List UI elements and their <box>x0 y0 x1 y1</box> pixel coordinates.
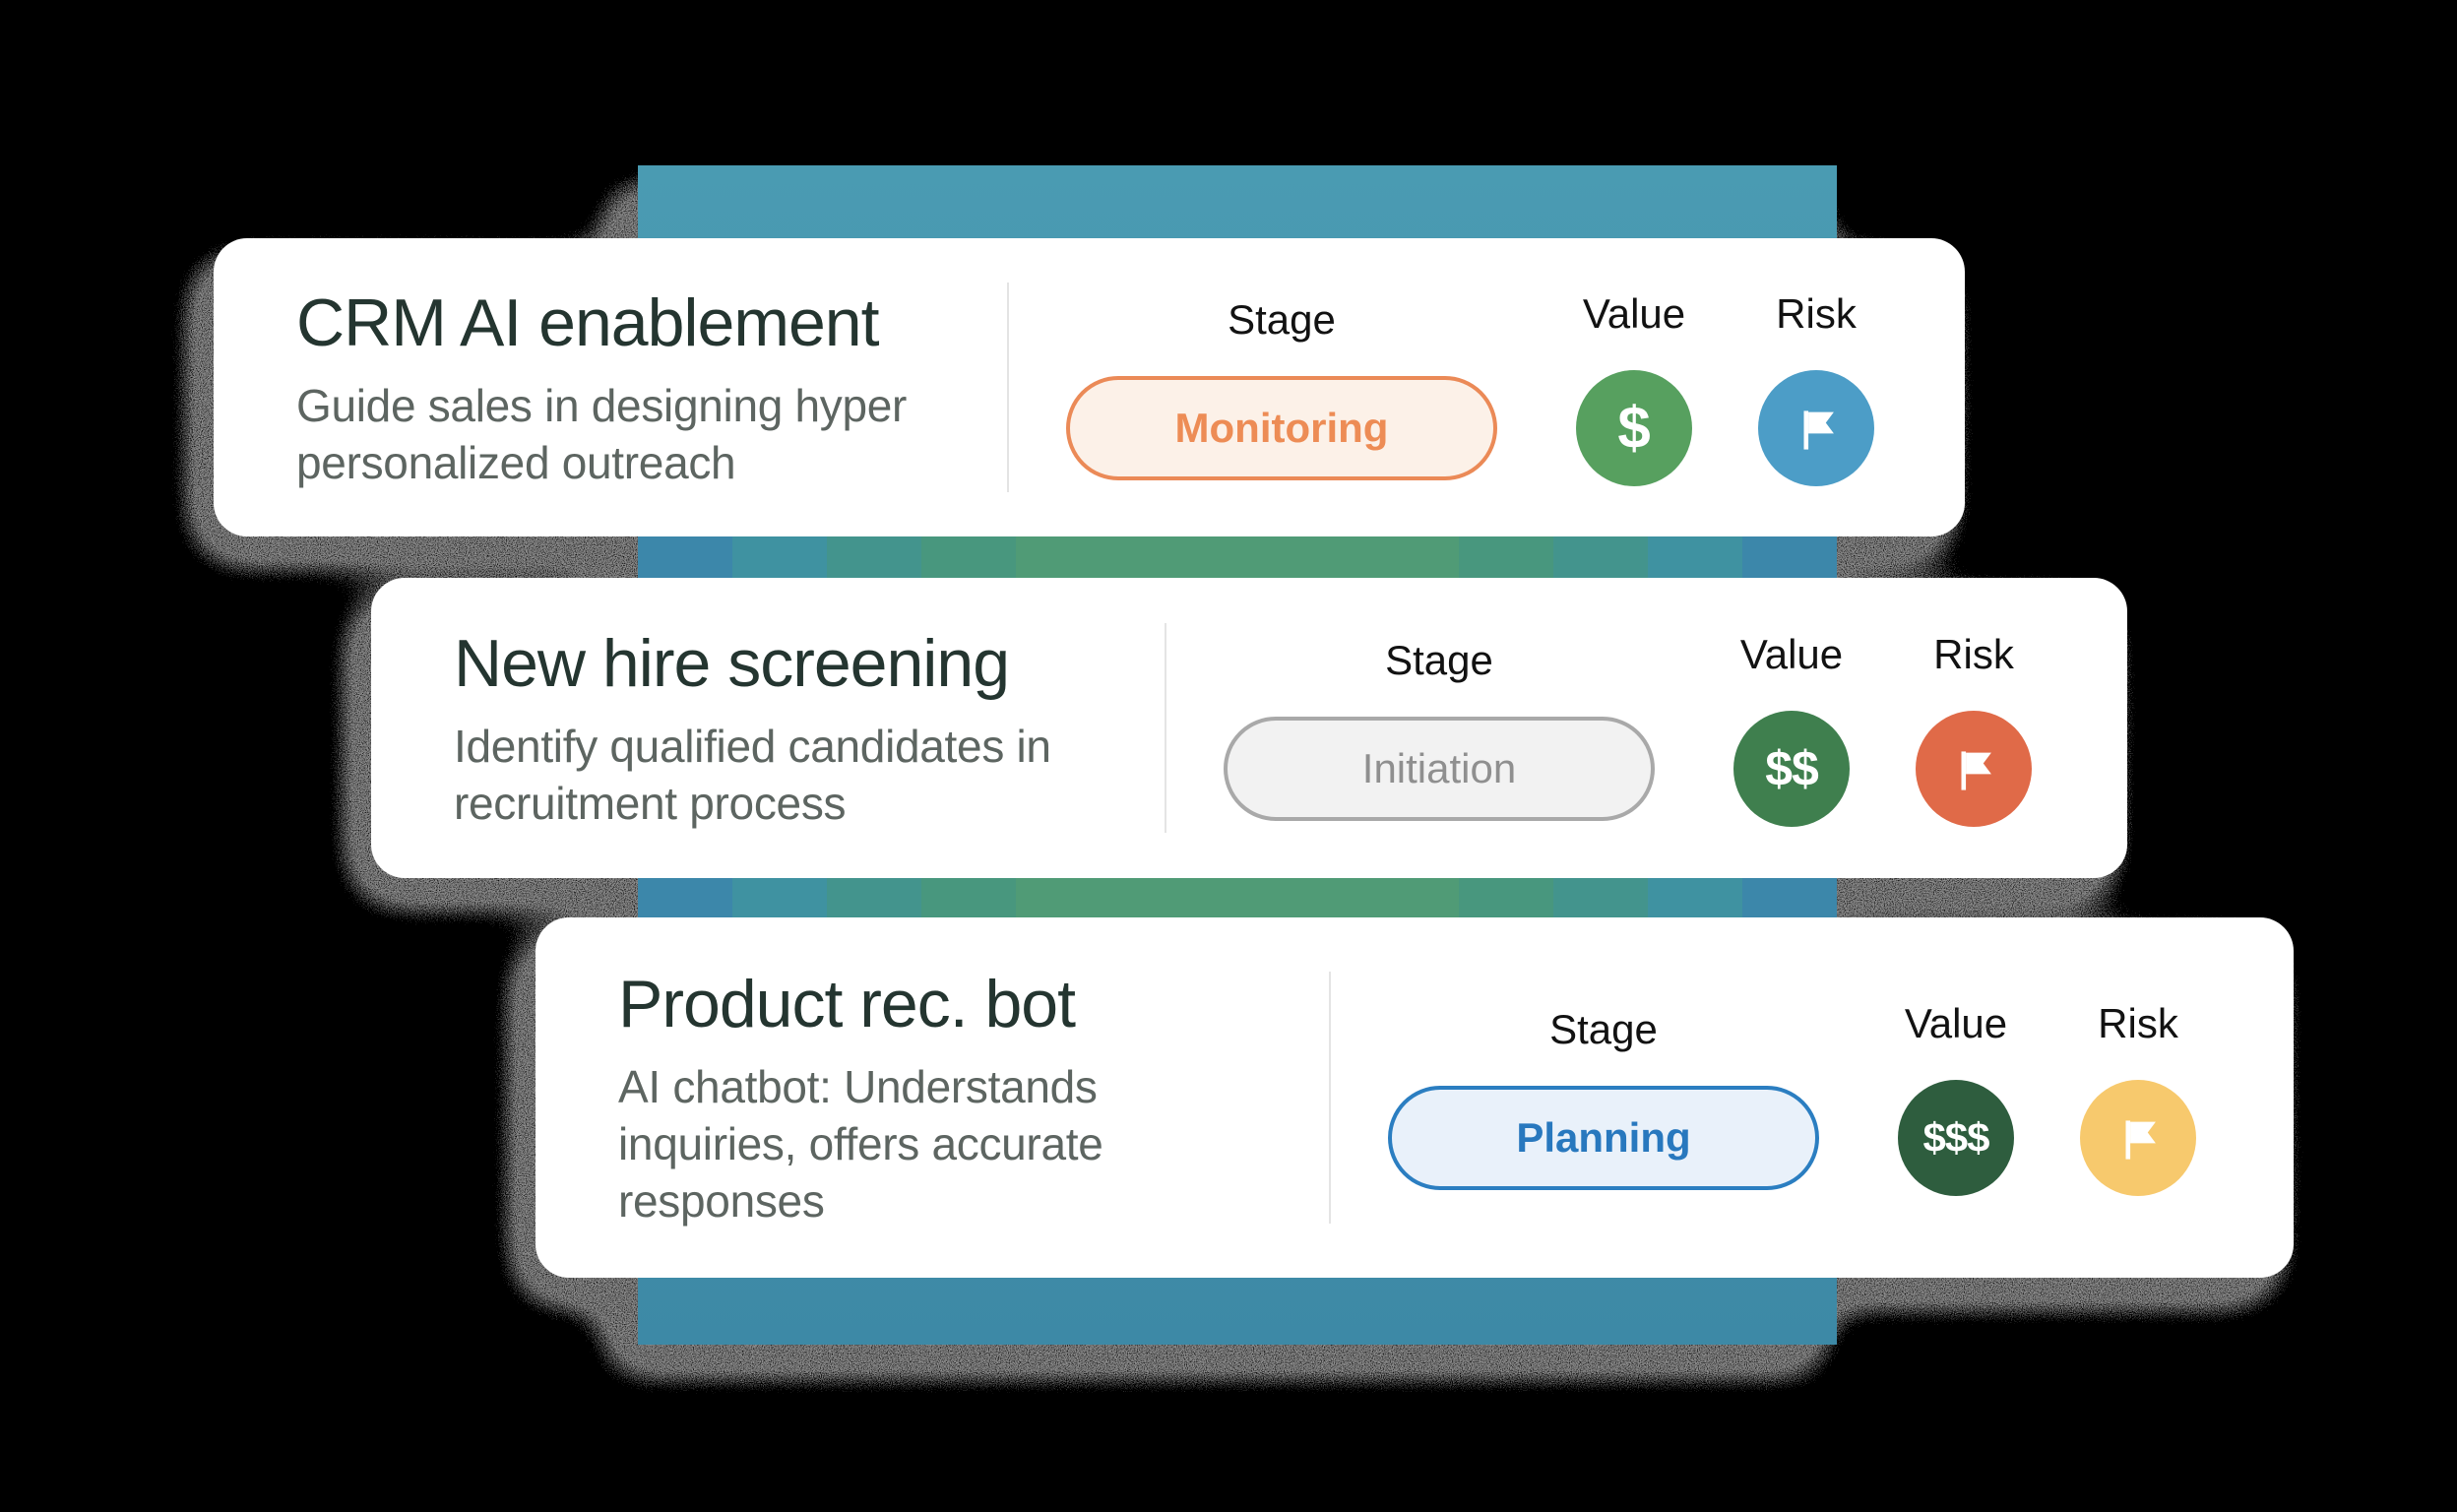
vertical-divider <box>1165 622 1166 834</box>
dollar-symbol: $$ <box>1765 740 1819 796</box>
stage-pill[interactable]: Planning <box>1388 1086 1819 1190</box>
band-segment <box>1742 878 1837 917</box>
band-segment <box>921 878 1016 917</box>
vertical-divider <box>1007 283 1009 492</box>
value-header: Value <box>1582 289 1686 337</box>
card-title: New hire screening <box>454 625 1010 701</box>
description-line: Identify qualified candidates in <box>454 720 1051 772</box>
card-text-block: New hire screening Identify qualified ca… <box>454 578 1143 878</box>
band-gradient-strip <box>638 878 1837 917</box>
band-gradient-strip <box>638 536 1837 578</box>
description-line: personalized outreach <box>296 436 736 488</box>
stage-header: Stage <box>1385 636 1493 683</box>
risk-column: Risk <box>1880 578 2067 878</box>
band-segment <box>1459 536 1553 578</box>
band-segment <box>638 878 732 917</box>
card-description: Identify qualified candidates in recruit… <box>454 718 1143 832</box>
stage-header: Stage <box>1549 1006 1658 1052</box>
band-segment <box>1016 878 1459 917</box>
description-line: Guide sales in designing hyper <box>296 379 908 431</box>
card-title: Product rec. bot <box>618 967 1076 1041</box>
flag-icon <box>1803 410 1834 450</box>
description-line: responses <box>618 1175 825 1227</box>
card-text-block: Product rec. bot AI chatbot: Understands… <box>618 917 1307 1278</box>
card-description: Guide sales in designing hyper personali… <box>296 377 985 491</box>
band-segment <box>638 536 732 578</box>
stage-column: Stage Planning <box>1372 917 1835 1278</box>
band-segment <box>1648 536 1742 578</box>
dollar-symbol: $ <box>1617 395 1651 461</box>
band-segment <box>732 878 827 917</box>
usecase-card-hiring: New hire screening Identify qualified ca… <box>371 578 2127 878</box>
band-segment <box>1648 878 1742 917</box>
flag-icon <box>2125 1120 2156 1160</box>
value-column: Value $$$ <box>1862 917 2049 1278</box>
risk-badge <box>1758 369 1874 486</box>
risk-header: Risk <box>1933 630 2014 677</box>
band-segment <box>827 878 921 917</box>
flag-icon <box>1961 750 1991 790</box>
value-badge: $$ <box>1733 710 1850 827</box>
risk-badge <box>1916 710 2032 827</box>
stage-header: Stage <box>1228 295 1336 343</box>
band-segment <box>1553 536 1648 578</box>
description-line: AI chatbot: Understands <box>618 1061 1098 1112</box>
value-column: Value $ <box>1541 238 1728 536</box>
risk-header: Risk <box>1776 289 1857 337</box>
stage-pill[interactable]: Monitoring <box>1066 375 1497 480</box>
value-header: Value <box>1904 1000 2008 1046</box>
band-segment <box>1016 536 1459 578</box>
band-segment <box>1459 878 1553 917</box>
card-title: CRM AI enablement <box>296 284 880 360</box>
card-text-block: CRM AI enablement Guide sales in designi… <box>296 238 985 536</box>
description-line: recruitment process <box>454 777 847 829</box>
band-segment <box>827 536 921 578</box>
stage-column: Stage Monitoring <box>1050 238 1513 536</box>
risk-badge <box>2080 1080 2196 1196</box>
card-description: AI chatbot: Understands inquiries, offer… <box>618 1058 1307 1229</box>
risk-header: Risk <box>2098 1000 2178 1046</box>
stage-column: Stage Initiation <box>1208 578 1670 878</box>
usecase-card-crm: CRM AI enablement Guide sales in designi… <box>214 238 1965 536</box>
band-segment <box>732 536 827 578</box>
value-badge: $ <box>1576 369 1692 486</box>
band-segment <box>1742 536 1837 578</box>
value-column: Value $$ <box>1698 578 1885 878</box>
band-segment <box>921 536 1016 578</box>
vertical-divider <box>1329 971 1331 1225</box>
value-header: Value <box>1739 630 1844 677</box>
usecase-card-chatbot: Product rec. bot AI chatbot: Understands… <box>536 917 2294 1278</box>
risk-column: Risk <box>1723 238 1910 536</box>
stage-pill[interactable]: Initiation <box>1224 716 1655 821</box>
description-line: inquiries, offers accurate <box>618 1118 1103 1169</box>
value-badge: $$$ <box>1898 1080 2014 1196</box>
risk-column: Risk <box>2045 917 2232 1278</box>
band-segment <box>1553 878 1648 917</box>
dollar-symbol: $$$ <box>1922 1114 1989 1161</box>
